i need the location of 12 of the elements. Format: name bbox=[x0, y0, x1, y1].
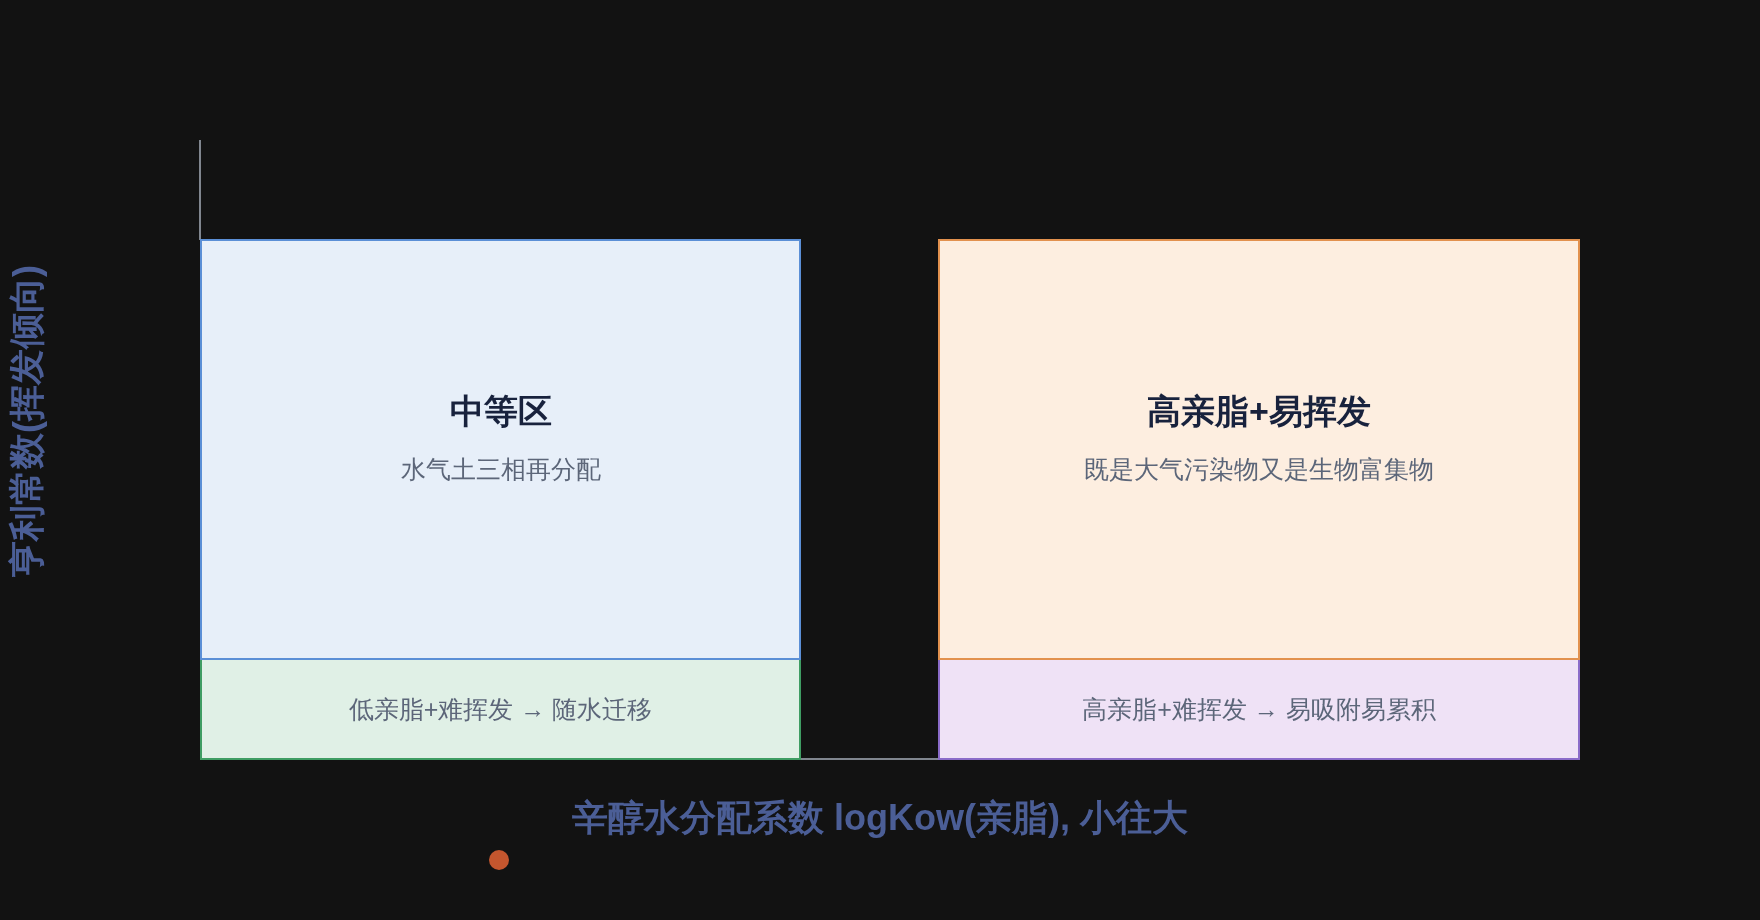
box-subtitle: 既是大气污染物又是生物富集物 bbox=[1084, 453, 1434, 484]
zone-box bbox=[938, 239, 1580, 660]
box-title: 高亲脂+易挥发 bbox=[1147, 390, 1371, 431]
x-axis-title: 辛醇水分配系数 logKow(亲脂), 小往大 bbox=[572, 798, 1188, 838]
y-axis-title: 亨利常数(挥发倾向) bbox=[7, 265, 47, 577]
box-text: 高亲脂+难挥发 → 易吸附易累积 bbox=[1082, 694, 1436, 724]
box-title: 中等区 bbox=[449, 390, 552, 431]
box-text: 低亲脂+难挥发 → 随水迁移 bbox=[348, 694, 653, 724]
box-subtitle: 水气土三相再分配 bbox=[400, 453, 601, 484]
zone-box bbox=[200, 239, 801, 660]
zone-strip bbox=[200, 660, 801, 760]
zone-strip bbox=[938, 660, 1580, 760]
